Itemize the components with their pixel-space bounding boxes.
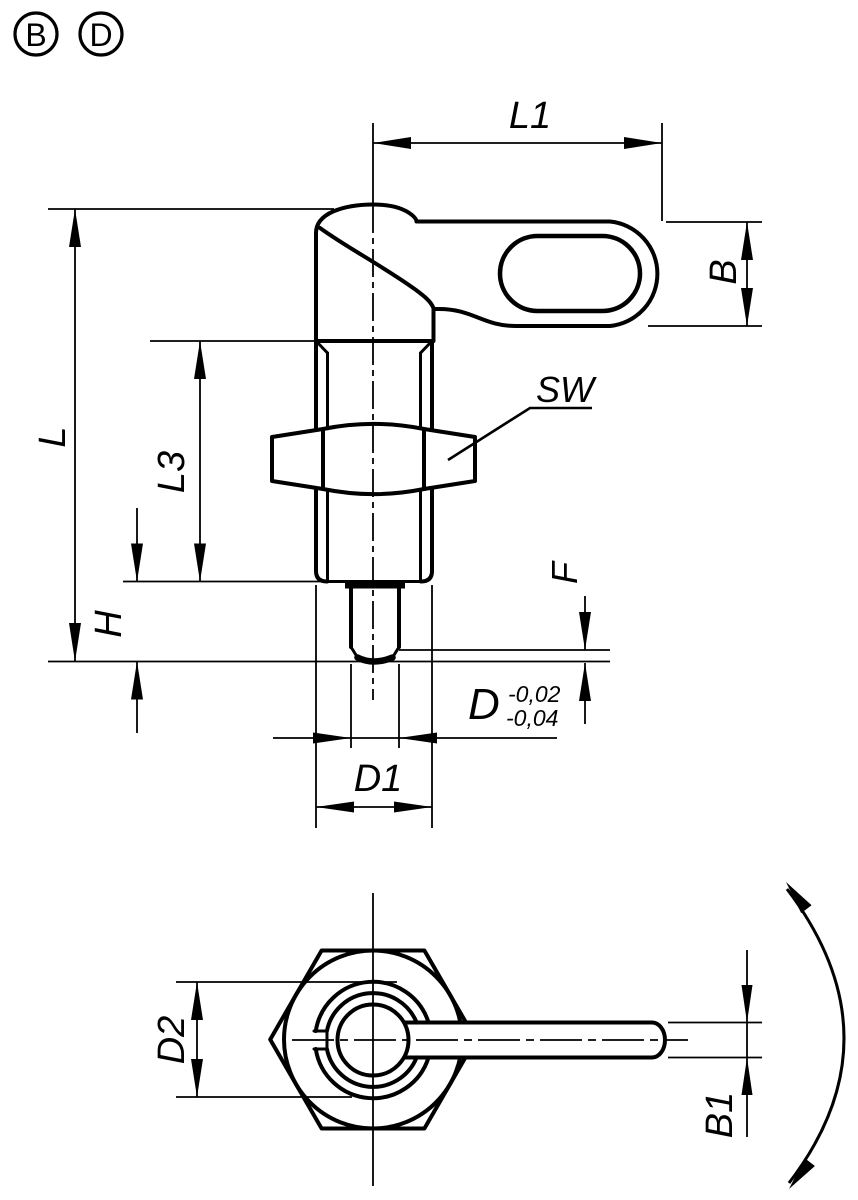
pin-shoulder <box>345 581 405 589</box>
callout-sw: SW <box>447 369 597 462</box>
arc-line <box>785 888 846 1184</box>
dim-d-tolerance-upper: -0,02 <box>508 681 561 707</box>
arrowhead <box>194 543 206 582</box>
arrowhead <box>394 801 432 813</box>
arrowhead <box>194 341 206 379</box>
dim-d-tolerance-lower: -0,04 <box>506 705 558 731</box>
dim-label-b1: B1 <box>699 1092 741 1138</box>
dim-l3: L3 <box>123 340 421 583</box>
dim-label-sw: SW <box>536 369 597 410</box>
arrowhead <box>741 1057 753 1095</box>
dim-l: L <box>32 208 610 663</box>
dim-label-d2: D2 <box>151 1016 193 1065</box>
leader-line <box>447 406 592 462</box>
bottom-view: D2 B1 <box>151 882 846 1189</box>
rotation-arc-arrow <box>785 882 846 1189</box>
handle-slot-oval <box>497 233 643 314</box>
arrowhead <box>579 612 591 650</box>
dim-label-d: D <box>468 680 500 729</box>
bottom-view-centerlines <box>292 893 688 1186</box>
dim-d2: D2 <box>151 981 397 1098</box>
side-view: L1 B L L3 <box>32 95 762 828</box>
arrowhead <box>191 982 203 1020</box>
arrowhead <box>313 732 351 744</box>
collar-inner-arc-bottom <box>324 1047 419 1089</box>
arrowhead <box>69 623 81 662</box>
collar-inner-arc-top <box>324 991 419 1033</box>
dim-label-l1: L1 <box>509 95 551 137</box>
arrowhead <box>69 209 81 247</box>
arrowhead <box>131 543 143 582</box>
arc-arrowhead-top <box>786 882 812 914</box>
badge-label-d: D <box>89 17 112 53</box>
dim-h: H <box>88 508 143 733</box>
cam-edge-curve <box>318 226 436 310</box>
badge-circle-d <box>78 11 124 57</box>
dim-d1: D1 <box>316 758 432 813</box>
dim-label-l3: L3 <box>151 451 193 493</box>
arrowhead <box>131 661 143 700</box>
dim-label-f: F <box>544 560 585 584</box>
arrowhead <box>624 137 662 149</box>
dim-label-h: H <box>88 610 130 638</box>
index-pin <box>349 586 401 665</box>
rod-mask <box>405 1022 665 1058</box>
dim-d: D -0,02 -0,04 <box>273 585 561 828</box>
sleeve-outer-right <box>419 339 434 584</box>
arrowhead <box>191 1059 203 1097</box>
dim-b1: B1 <box>668 950 762 1138</box>
dim-b: B <box>648 221 762 327</box>
dim-f: F <box>399 560 610 724</box>
badge-label-b: B <box>25 17 46 53</box>
arc-arrowhead-bottom <box>789 1158 815 1189</box>
arrowhead <box>316 801 354 813</box>
arrowhead <box>741 222 753 260</box>
thread-chamfer-left <box>314 339 329 355</box>
dim-label-b: B <box>703 259 745 284</box>
arrowhead <box>741 985 753 1023</box>
cam-lever-handle <box>314 202 660 343</box>
dim-l1: L1 <box>373 95 663 221</box>
dim-label-d1: D1 <box>354 758 403 800</box>
arrowhead <box>399 732 437 744</box>
collar-outer-arc-bottom <box>313 1047 431 1101</box>
lever-rod <box>403 1020 667 1060</box>
arrowhead <box>373 137 411 149</box>
thread-chamfer-right <box>419 339 434 355</box>
badge-circle-b <box>13 11 59 57</box>
variant-badges: B D <box>13 11 124 57</box>
arrowhead <box>741 288 753 326</box>
dim-label-l: L <box>32 426 74 447</box>
arrowhead <box>579 663 591 701</box>
